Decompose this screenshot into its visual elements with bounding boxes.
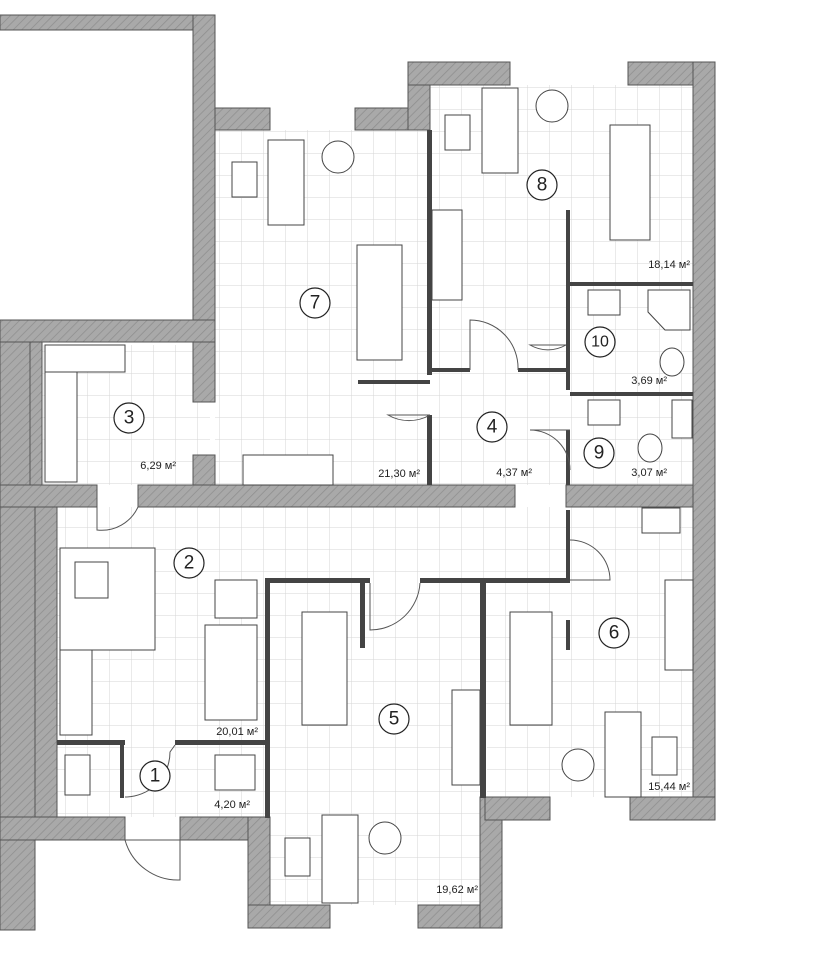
room-number: 8 [537,175,548,196]
room-area: 6,29 м² [140,460,176,472]
room-7: 7 21,30 м² [299,287,420,480]
room-number: 3 [124,408,135,429]
room-area: 21,30 м² [378,468,420,480]
room-8: 8 18,14 м² [526,169,690,271]
room-area: 3,07 м² [631,467,667,479]
room-number: 4 [487,417,498,438]
room-number: 7 [310,293,321,314]
room-area: 19,62 м² [436,884,478,896]
room-area: 3,69 м² [631,375,667,387]
room-number: 9 [594,443,605,464]
room-number: 6 [609,623,620,644]
partitions [57,130,693,818]
room-area: 15,44 м² [648,781,690,793]
room-3: 3 6,29 м² [113,402,176,472]
room-area: 20,01 м² [216,726,258,738]
room-5: 5 19,62 м² [378,703,478,896]
room-number: 5 [389,709,400,730]
room-area: 4,37 м² [496,467,532,479]
room-2: 2 20,01 м² [173,547,258,738]
room-6: 6 15,44 м² [598,617,690,793]
room-number: 2 [184,553,195,574]
room-area: 4,20 м² [214,799,250,811]
room-1: 1 4,20 м² [139,760,250,811]
room-4: 4 4,37 м² [476,411,532,479]
walls [0,14,716,931]
room-10: 10 3,69 м² [584,326,667,387]
room-9: 9 3,07 м² [583,437,667,479]
room-number: 10 [591,334,609,351]
furniture [44,87,694,904]
room-area: 18,14 м² [648,259,690,271]
room-number: 1 [150,766,161,787]
